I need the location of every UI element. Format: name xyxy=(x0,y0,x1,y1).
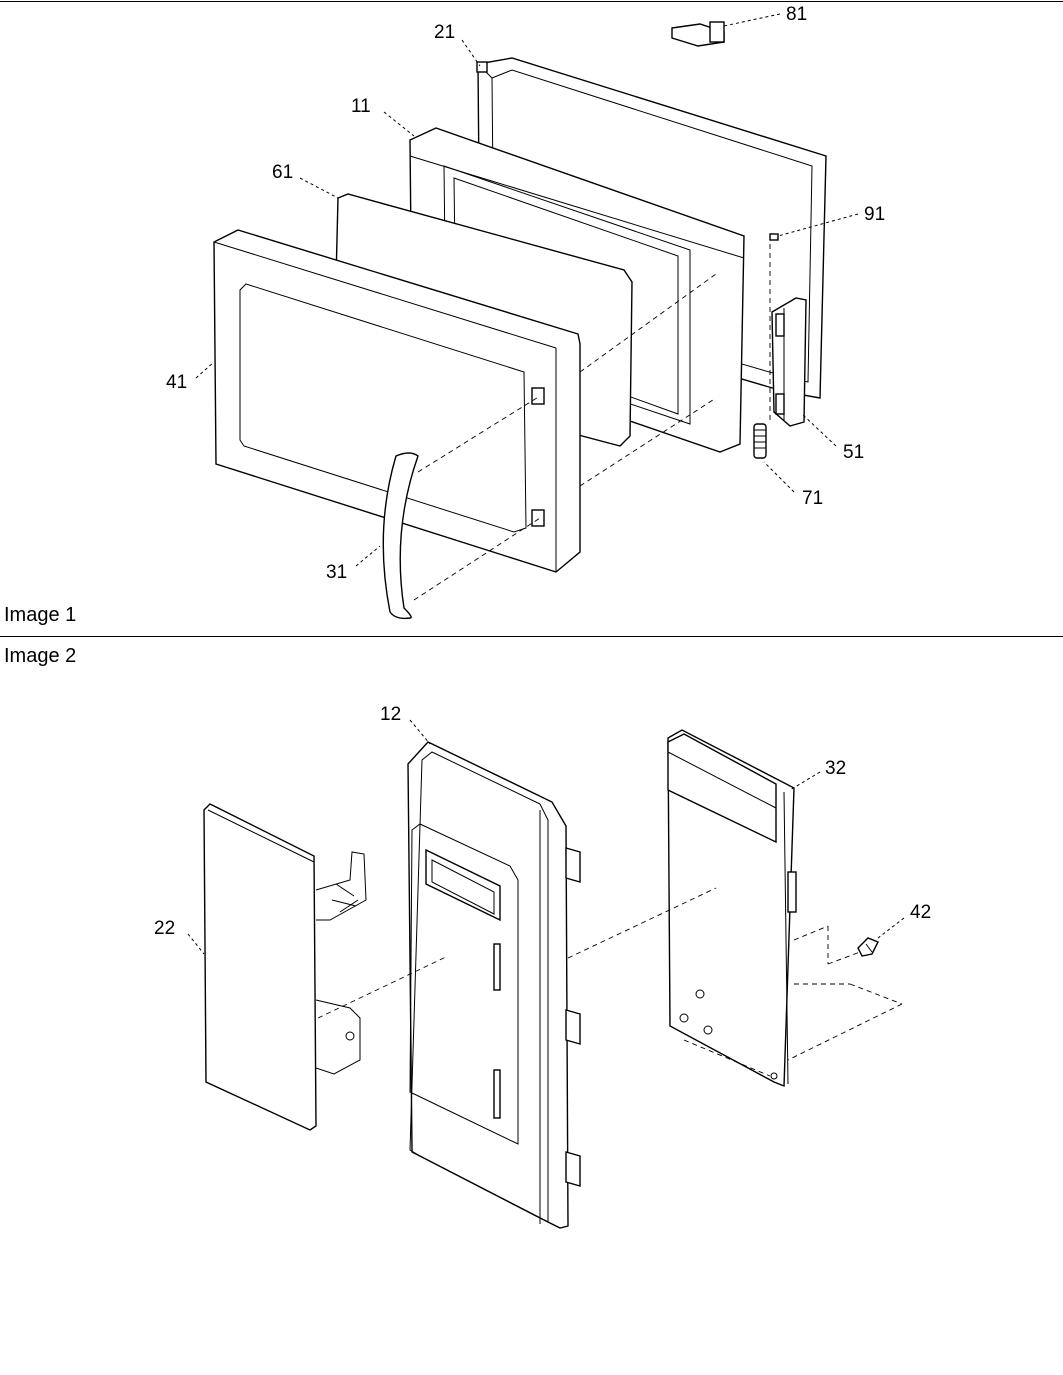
part-12-control-panel-housing xyxy=(407,741,581,1229)
callout-71: 71 xyxy=(802,488,823,509)
caption-image-1: Image 1 xyxy=(4,604,77,626)
image-2-callouts: 12 32 22 42 xyxy=(154,704,931,939)
callout-51: 51 xyxy=(843,442,864,463)
callout-91: 91 xyxy=(864,204,885,225)
part-71-spring xyxy=(753,423,767,459)
image-1-leader-lines xyxy=(195,13,859,567)
caption-image-2: Image 2 xyxy=(4,645,77,667)
callout-32: 32 xyxy=(825,758,846,779)
part-91-latch-pin xyxy=(769,233,779,241)
callout-42: 42 xyxy=(910,902,931,923)
part-51-latch-rod xyxy=(771,297,807,427)
image-2-assembly-lines xyxy=(317,887,903,1077)
callout-61: 61 xyxy=(272,162,293,183)
image-1-assembly-lines xyxy=(413,244,771,601)
top-rule xyxy=(0,1,1063,2)
part-31-door-handle xyxy=(382,452,419,620)
part-42-screw xyxy=(857,937,879,957)
callout-22: 22 xyxy=(154,918,175,939)
callout-31: 31 xyxy=(326,562,347,583)
image-1-callouts: 21 81 11 61 91 41 51 71 31 xyxy=(166,4,885,583)
part-81-latch-clip xyxy=(671,21,725,47)
part-41-outer-door-frame xyxy=(213,229,581,573)
callout-12: 12 xyxy=(380,704,401,725)
image-2-leader-lines xyxy=(187,719,905,955)
section-divider xyxy=(0,636,1063,637)
callout-11: 11 xyxy=(351,96,371,117)
part-22-membrane-keypad xyxy=(203,803,367,1131)
image-1-door-assembly: 21 81 11 61 91 41 51 71 31 xyxy=(166,4,885,620)
callout-41: 41 xyxy=(166,372,187,393)
callout-81: 81 xyxy=(786,4,807,25)
callout-21: 21 xyxy=(434,22,455,43)
image-2-control-panel-assembly: 12 32 22 42 xyxy=(154,704,931,1229)
part-32-circuit-board xyxy=(667,729,797,1088)
